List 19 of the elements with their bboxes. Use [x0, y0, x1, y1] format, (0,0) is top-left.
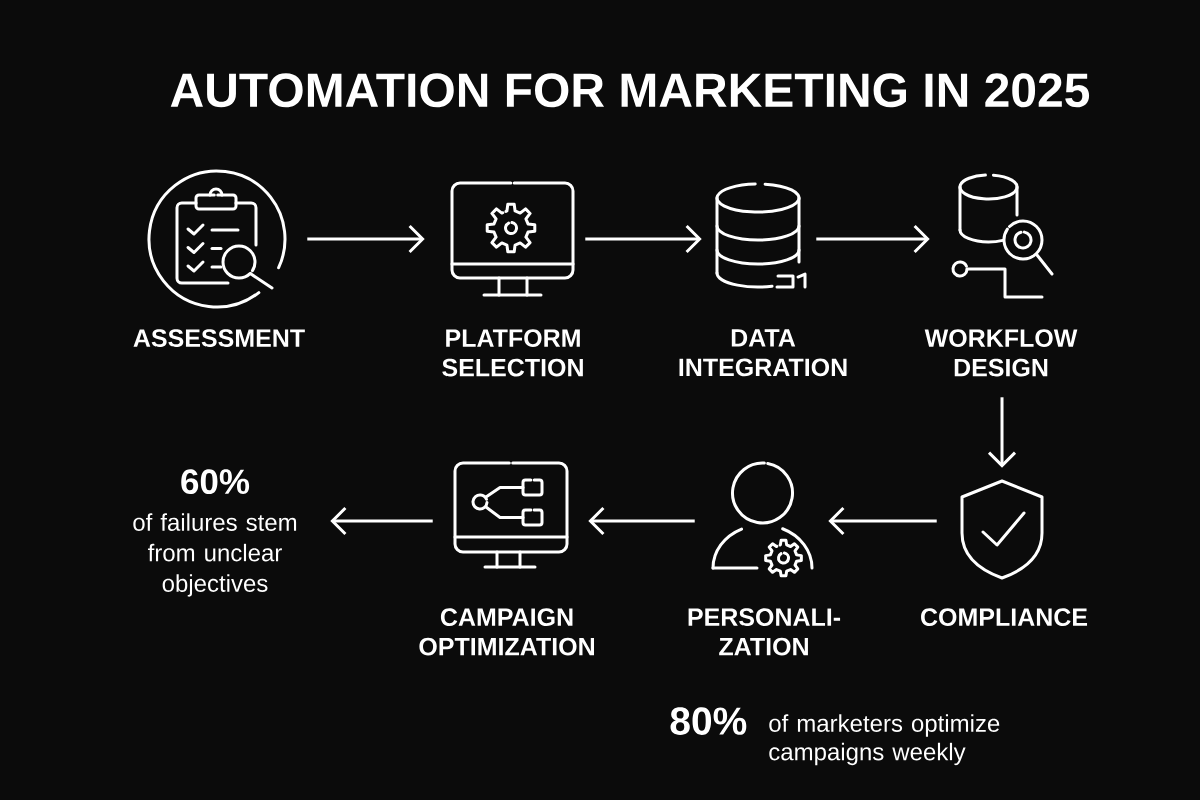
title: AUTOMATION FOR MARKETING IN 2025: [170, 73, 1090, 108]
step-label: COMPLIANCE: [921, 608, 1088, 626]
step-label: PLATFORM SELECTION: [442, 329, 583, 377]
arrow: [588, 506, 695, 536]
stat-text: of failures stem from unclear objectives: [133, 513, 297, 597]
arrow: [585, 224, 702, 254]
arrow: [987, 397, 1017, 468]
step-label: CAMPAIGN OPTIMIZATION: [419, 608, 594, 656]
arrow: [330, 506, 433, 536]
step-label: ASSESSMENT: [133, 329, 305, 347]
arrow: [828, 506, 937, 536]
step-label: DATA INTEGRATION: [679, 329, 847, 377]
step-label: PERSONALI- ZATION: [688, 608, 841, 656]
arrow: [307, 224, 425, 254]
stat-text: of marketers optimize campaigns weekly: [769, 714, 1000, 766]
arrow: [816, 224, 930, 254]
stat-value: 60%: [181, 469, 250, 495]
step-label: WORKFLOW DESIGN: [924, 329, 1078, 377]
stat-value: 80%: [670, 707, 747, 735]
